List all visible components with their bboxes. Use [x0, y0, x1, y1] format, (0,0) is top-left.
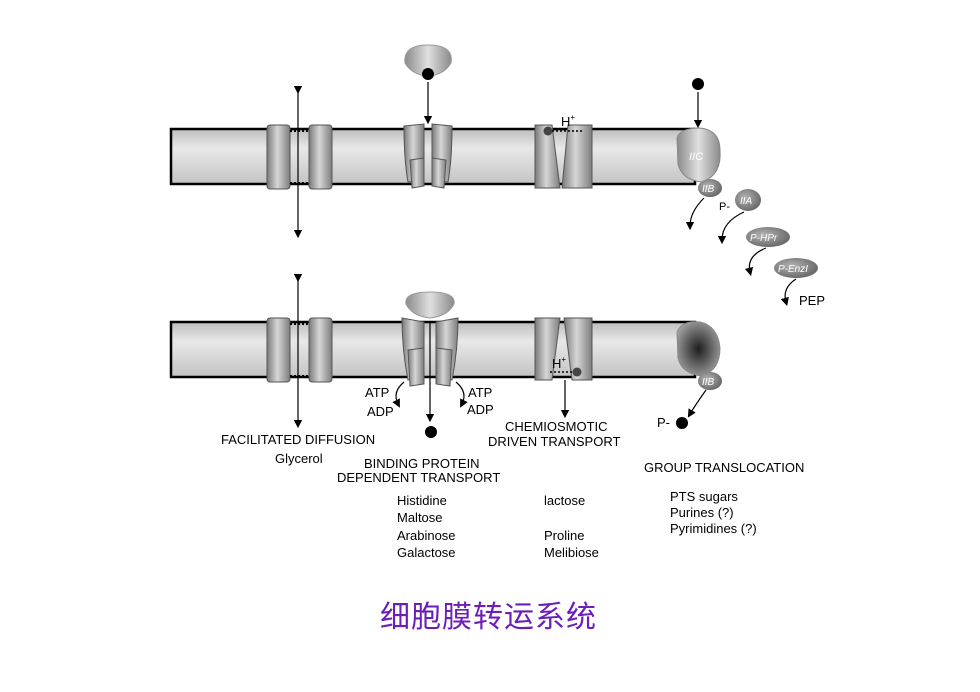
substrate-dot	[422, 68, 434, 80]
svg-text:IIB: IIB	[702, 377, 715, 388]
substrate-dot-released	[425, 426, 437, 438]
binding-example: Galactose	[397, 545, 456, 560]
chemiosmotic-title-1: CHEMIOSMOTIC	[505, 419, 608, 434]
chemiosmotic-symporter-top	[534, 124, 593, 189]
binding-example: Arabinose	[397, 528, 456, 543]
chemiosmotic-symporter-bottom	[534, 317, 593, 419]
group-example: Pyrimidines (?)	[670, 521, 757, 536]
binding-example: Maltose	[397, 510, 443, 525]
sugar-dot	[692, 78, 704, 90]
chemiosmotic-example: Proline	[544, 528, 585, 543]
pts-system-bottom: IIB P-	[657, 321, 722, 430]
iib-bottom-node	[698, 372, 722, 390]
binding-protein-title-1: BINDING PROTEIN	[364, 456, 480, 471]
adp-right: ADP	[467, 402, 494, 417]
iia-node	[735, 189, 761, 211]
binding-example: Histidine	[397, 493, 447, 508]
group-example: PTS sugars	[670, 489, 738, 504]
facilitated-example-glycerol: Glycerol	[275, 451, 323, 466]
iib-top-node	[698, 179, 722, 197]
phosphorylated-sugar-dot	[676, 417, 688, 429]
atp-left: ATP	[365, 385, 389, 400]
svg-text:IIB: IIB	[702, 184, 715, 195]
pts-system-top: IIC IIB P- IIA P-HPr P-EnzI PEP	[676, 78, 825, 308]
svg-text:P-HPr: P-HPr	[750, 233, 778, 244]
adp-left: ADP	[367, 404, 394, 419]
binding-protein-transporter-top	[403, 44, 453, 189]
atp-right: ATP	[468, 385, 492, 400]
binding-protein-title-2: DEPENDENT TRANSPORT	[337, 470, 501, 485]
iic-label: IIC	[689, 151, 703, 163]
p-hpr-node	[746, 227, 790, 247]
facilitated-diffusion-title: FACILITATED DIFFUSION	[221, 432, 376, 447]
svg-text:P-: P-	[719, 201, 730, 213]
membrane-bottom	[169, 320, 697, 379]
p-enzi-node	[774, 258, 818, 278]
chemiosmotic-example: Melibiose	[544, 545, 599, 560]
caption-title: 细胞膜转运系统	[380, 600, 597, 635]
svg-text:IIA: IIA	[740, 196, 753, 207]
binding-protein-transporter-bottom	[392, 291, 468, 438]
group-example: Purines (?)	[670, 505, 734, 520]
h-plus-label-top: H+	[561, 113, 575, 129]
facilitator-channel-top	[266, 124, 333, 190]
pep-label: PEP	[799, 293, 825, 308]
group-translocation-title: GROUP TRANSLOCATION	[644, 460, 805, 475]
h-plus-label-bottom: H+	[552, 355, 566, 371]
chemiosmotic-example: lactose	[544, 493, 586, 508]
p-dash-bottom: P-	[657, 415, 670, 430]
chemiosmotic-title-2: DRIVEN TRANSPORT	[488, 434, 621, 449]
svg-text:P-EnzI: P-EnzI	[778, 264, 808, 275]
